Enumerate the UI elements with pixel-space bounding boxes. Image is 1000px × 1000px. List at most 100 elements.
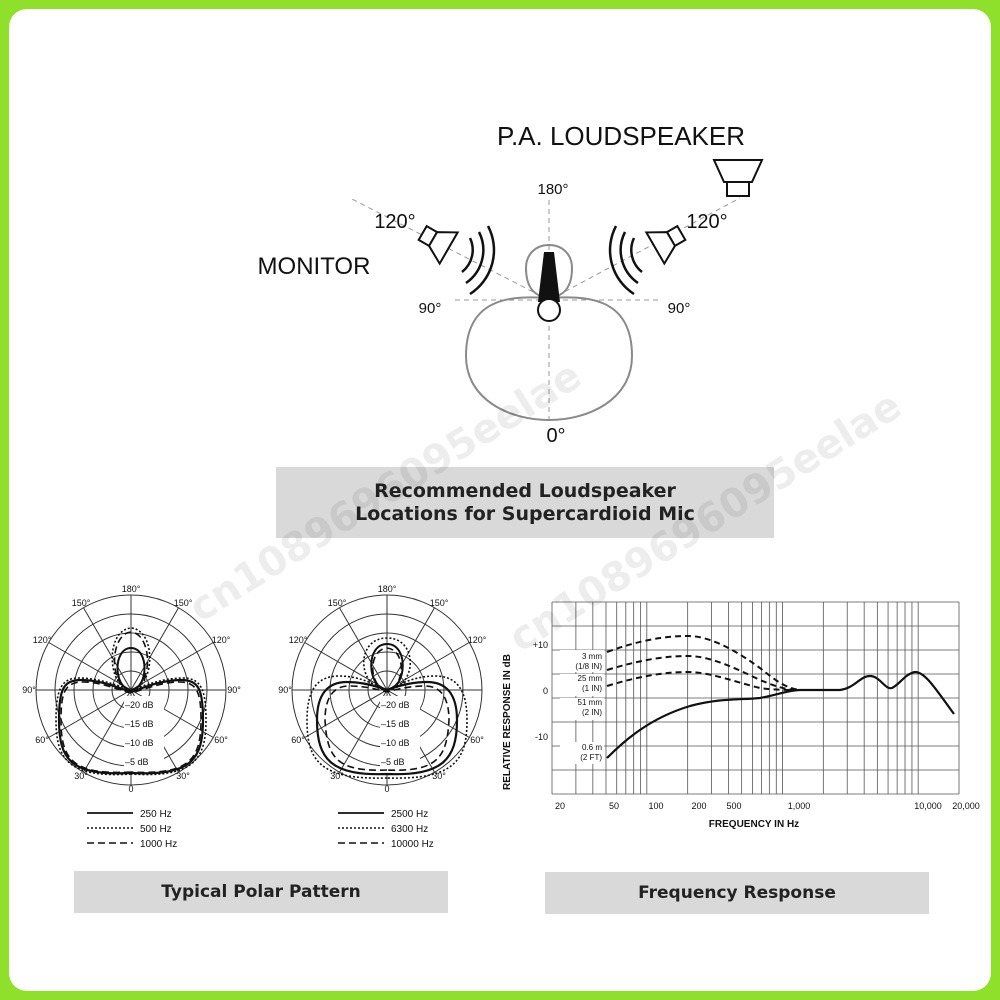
legend-10000hz: 10000 Hz: [391, 839, 434, 850]
xtick-20: 20: [555, 801, 565, 811]
polar-right-150l: 150°: [328, 598, 347, 608]
polar-left-150l: 150°: [72, 598, 91, 608]
curve-3mm: [606, 634, 801, 691]
polar-left-60l: 60°: [35, 735, 49, 745]
pa-loudspeaker-icon: [712, 159, 764, 197]
monitor-left-icon: [417, 224, 460, 266]
legend-250hz: 250 Hz: [140, 809, 172, 820]
xtick-10000: 10,000: [914, 801, 942, 811]
label-25mm: 25 mm: [578, 674, 603, 683]
label-0-6m: 0.6 m: [582, 743, 602, 752]
sound-waves-right-icon: [608, 225, 643, 296]
polar-left-180: 180°: [122, 584, 141, 594]
label-51mm-in: (2 IN): [582, 708, 602, 717]
axis-120-right: [548, 197, 741, 301]
diagram-svg: P.A. LOUDSPEAKER MONITOR 180° 120° 120° …: [22, 121, 980, 850]
monitor-label: MONITOR: [258, 253, 371, 280]
polar-left-legend: 250 Hz 500 Hz 1000 Hz: [87, 809, 177, 850]
curve-0-6m: [606, 670, 955, 759]
xtick-100: 100: [648, 801, 663, 811]
xtick-50: 50: [609, 801, 619, 811]
polar-right-ring-5: –5 dB: [381, 757, 405, 767]
polar-right-120r: 120°: [468, 635, 487, 645]
polar-right-ring-20: –20 dB: [381, 700, 410, 710]
ytick-plus10: +10: [533, 640, 548, 650]
label-3mm: 3 mm: [582, 652, 602, 661]
polar-left-ring-10: –10 dB: [125, 738, 154, 748]
polar-chart-right: 180° 150° 150° 120° 120° 90° 60° 60° 30°…: [278, 584, 487, 794]
ytick-minus10: -10: [535, 732, 548, 742]
caption-polar-text: Typical Polar Pattern: [161, 882, 361, 902]
sound-waves-left-icon: [461, 225, 496, 296]
polar-right-30l: 30°: [330, 771, 344, 781]
frequency-response-chart: RELATIVE RESPONSE IN dB FREQUENCY IN Hz …: [502, 601, 980, 830]
polar-left-ring-5: –5 dB: [125, 757, 149, 767]
angle-180-label: 180°: [537, 181, 568, 198]
curve-51mm: [606, 670, 801, 691]
polar-left-60r: 60°: [214, 735, 228, 745]
curve-25mm: [606, 654, 801, 691]
pattern-front-lobe: [464, 296, 634, 422]
ytick-0: 0: [543, 686, 548, 696]
pa-loudspeaker-label: P.A. LOUDSPEAKER: [497, 121, 745, 151]
legend-6300hz: 6300 Hz: [391, 824, 428, 835]
legend-2500hz: 2500 Hz: [391, 809, 428, 820]
label-0-6m-ft: (2 FT): [580, 753, 602, 762]
caption-frequency-response: Frequency Response: [545, 872, 929, 914]
polar-right-legend: 2500 Hz 6300 Hz 10000 Hz: [338, 809, 434, 850]
angle-90-right-label: 90°: [668, 300, 691, 317]
pattern-rear-lobe: [524, 243, 574, 300]
polar-right-ring-10: –10 dB: [381, 738, 410, 748]
polar-right-0: 0: [384, 784, 389, 794]
microphone-icon: [538, 252, 560, 302]
page-canvas: P.A. LOUDSPEAKER MONITOR 180° 120° 120° …: [9, 9, 991, 991]
polar-right-60r: 60°: [470, 735, 484, 745]
monitor-right-icon: [644, 224, 687, 266]
freq-xlabel: FREQUENCY IN Hz: [709, 819, 799, 830]
polar-left-ring-15: –15 dB: [125, 719, 154, 729]
polar-right-patterns: [306, 637, 468, 779]
legend-500hz: 500 Hz: [140, 824, 172, 835]
caption-polar-pattern: Typical Polar Pattern: [74, 871, 448, 913]
polar-left-150r: 150°: [174, 598, 193, 608]
label-51mm: 51 mm: [578, 698, 603, 707]
angle-0-label: 0°: [546, 425, 565, 447]
polar-right-150r: 150°: [430, 598, 449, 608]
polar-left-ring-20: –20 dB: [125, 700, 154, 710]
angle-90-left-label: 90°: [419, 300, 442, 317]
polar-left-30l: 30°: [74, 771, 88, 781]
label-25mm-in: (1 IN): [582, 684, 602, 693]
polar-right-ring-15: –15 dB: [381, 719, 410, 729]
polar-left-30r: 30°: [176, 771, 190, 781]
polar-left-120l: 120°: [33, 635, 52, 645]
ring-label-bg: [124, 696, 164, 774]
polar-right-60l: 60°: [291, 735, 305, 745]
polar-left-90r: 90°: [227, 685, 241, 695]
xtick-20000: 20,000: [952, 801, 980, 811]
polar-left-90l: 90°: [22, 685, 36, 695]
caption-line-1: Recommended Loudspeaker: [374, 479, 676, 502]
polar-right-180: 180°: [378, 584, 397, 594]
polar-left-120r: 120°: [212, 635, 231, 645]
angle-120-left-label: 120°: [374, 211, 415, 233]
xtick-200: 200: [691, 801, 706, 811]
polar-right-90l: 90°: [278, 685, 292, 695]
angle-120-right-label: 120°: [686, 211, 727, 233]
caption-recommended-locations: Recommended Loudspeaker Locations for Su…: [276, 467, 774, 538]
polar-right-30r: 30°: [432, 771, 446, 781]
freq-ylabel: RELATIVE RESPONSE IN dB: [502, 654, 513, 790]
label-3mm-in: (1/8 IN): [575, 662, 602, 671]
xtick-1000: 1,000: [788, 801, 811, 811]
microphone-head-icon: [537, 298, 561, 322]
caption-line-2: Locations for Supercardioid Mic: [355, 502, 695, 525]
polar-left-patterns: [55, 627, 207, 776]
top-diagram: P.A. LOUDSPEAKER MONITOR 180° 120° 120° …: [258, 121, 764, 447]
legend-1000hz: 1000 Hz: [140, 839, 177, 850]
axis-120-left: [349, 197, 550, 301]
polar-chart-left: 180° 150° 150° 120° 120° 90° 90° 60° 60°…: [22, 584, 241, 794]
xtick-500: 500: [726, 801, 741, 811]
caption-freq-text: Frequency Response: [638, 883, 836, 903]
ring-label-bg: [380, 696, 420, 774]
polar-left-0: 0: [128, 784, 133, 794]
freq-curves: [606, 634, 955, 759]
